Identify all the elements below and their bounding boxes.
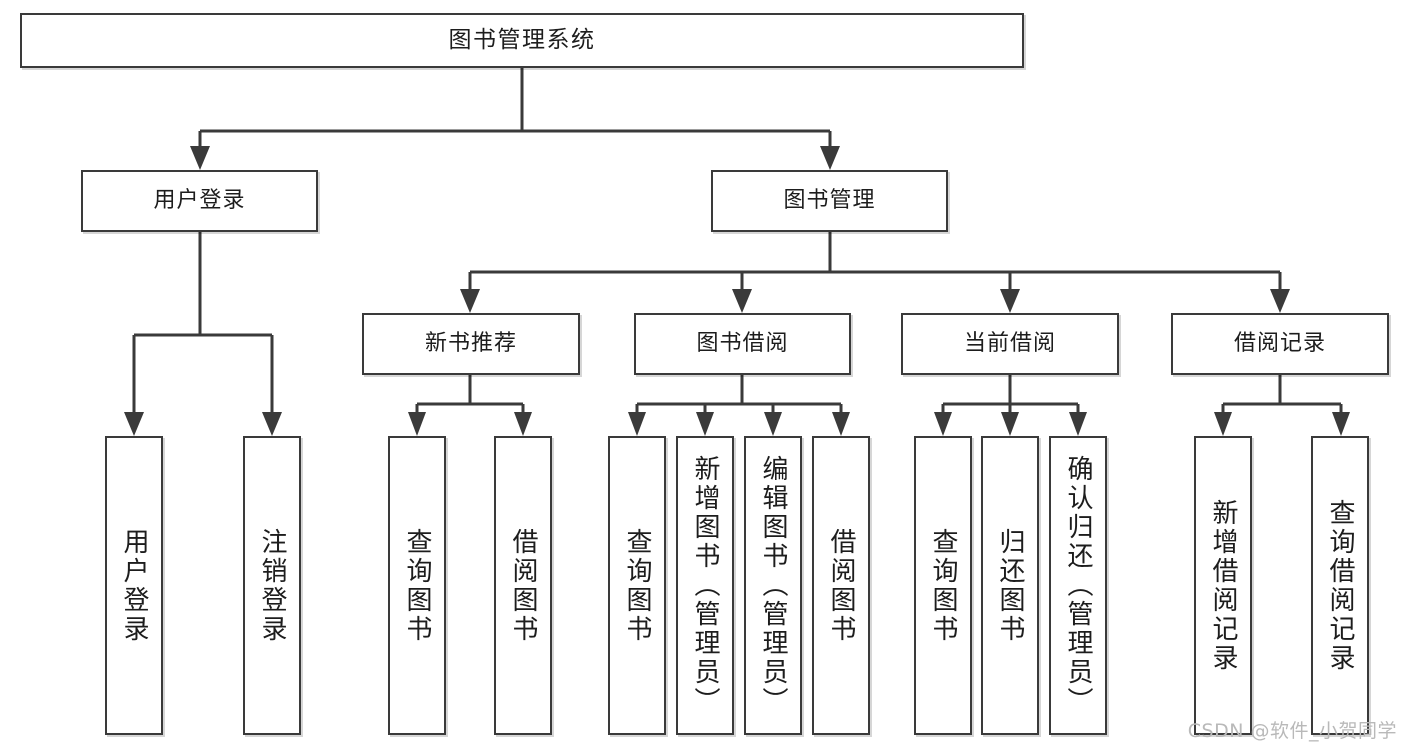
arrowhead-record bbox=[1270, 289, 1290, 313]
arrowhead-newbook-leaf2 bbox=[514, 412, 532, 436]
leaf-current-return-book[interactable]: 归还图书 bbox=[981, 436, 1039, 735]
arrowhead-record-leaf2 bbox=[1332, 412, 1350, 436]
leaf-user-login-login-label: 用户登录 bbox=[119, 527, 149, 644]
arrowhead-current bbox=[1000, 289, 1020, 313]
leaf-current-return-book-label: 归还图书 bbox=[995, 527, 1025, 644]
node-book-borrow-label: 图书借阅 bbox=[696, 330, 789, 356]
node-current-borrow[interactable]: 当前借阅 bbox=[901, 313, 1119, 375]
node-book-management-label: 图书管理 bbox=[783, 187, 876, 213]
node-user-login[interactable]: 用户登录 bbox=[81, 170, 318, 232]
arrowhead-borrow-leaf3 bbox=[764, 412, 782, 436]
leaf-newbook-query-book[interactable]: 查询图书 bbox=[388, 436, 446, 735]
arrowhead-newbook-leaf1 bbox=[408, 412, 426, 436]
leaf-borrow-add-book-label: 新增图书（管理员） bbox=[690, 455, 720, 716]
node-current-borrow-label: 当前借阅 bbox=[963, 330, 1056, 356]
leaf-borrow-query-book-label: 查询图书 bbox=[622, 527, 652, 644]
leaf-borrow-borrow-book[interactable]: 借阅图书 bbox=[812, 436, 870, 735]
leaf-record-query-record[interactable]: 查询借阅记录 bbox=[1311, 436, 1369, 735]
arrowhead-record-leaf1 bbox=[1214, 412, 1232, 436]
arrowheads bbox=[124, 146, 1350, 436]
leaf-current-query-book-label: 查询图书 bbox=[928, 527, 958, 644]
arrowhead-user-login-leaf2 bbox=[262, 412, 282, 436]
arrowhead-current-leaf2 bbox=[1001, 412, 1019, 436]
arrowhead-borrow-leaf4 bbox=[832, 412, 850, 436]
arrowhead-user-login-leaf1 bbox=[124, 412, 144, 436]
leaf-current-query-book[interactable]: 查询图书 bbox=[914, 436, 972, 735]
node-borrow-record[interactable]: 借阅记录 bbox=[1171, 313, 1389, 375]
leaf-borrow-edit-book[interactable]: 编辑图书（管理员） bbox=[744, 436, 802, 735]
leaf-newbook-borrow-book-label: 借阅图书 bbox=[508, 527, 538, 644]
leaf-user-login-login[interactable]: 用户登录 bbox=[105, 436, 163, 735]
leaf-record-add-record-label: 新增借阅记录 bbox=[1208, 498, 1238, 673]
arrowhead-borrow-leaf1 bbox=[628, 412, 646, 436]
leaf-newbook-borrow-book[interactable]: 借阅图书 bbox=[494, 436, 552, 735]
node-user-login-label: 用户登录 bbox=[153, 187, 246, 213]
leaf-newbook-query-book-label: 查询图书 bbox=[402, 527, 432, 644]
arrowhead-newbook bbox=[460, 289, 480, 313]
leaf-borrow-add-book[interactable]: 新增图书（管理员） bbox=[676, 436, 734, 735]
arrowhead-borrow-leaf2 bbox=[696, 412, 714, 436]
leaf-borrow-query-book[interactable]: 查询图书 bbox=[608, 436, 666, 735]
leaf-current-confirm-return-label: 确认归还（管理员） bbox=[1063, 455, 1093, 716]
arrowhead-borrow bbox=[732, 289, 752, 313]
arrowhead-current-leaf1 bbox=[934, 412, 952, 436]
node-new-book-recommend[interactable]: 新书推荐 bbox=[362, 313, 580, 375]
node-new-book-recommend-label: 新书推荐 bbox=[424, 330, 517, 356]
leaf-user-login-logout-label: 注销登录 bbox=[257, 527, 287, 644]
node-root-label: 图书管理系统 bbox=[448, 26, 596, 53]
leaf-record-query-record-label: 查询借阅记录 bbox=[1325, 498, 1355, 673]
node-book-management[interactable]: 图书管理 bbox=[711, 170, 948, 232]
leaf-record-add-record[interactable]: 新增借阅记录 bbox=[1194, 436, 1252, 735]
node-borrow-record-label: 借阅记录 bbox=[1233, 330, 1326, 356]
arrowhead-current-leaf3 bbox=[1069, 412, 1087, 436]
arrowhead-user-login bbox=[190, 146, 210, 170]
leaf-borrow-edit-book-label: 编辑图书（管理员） bbox=[758, 455, 788, 716]
node-root[interactable]: 图书管理系统 bbox=[20, 13, 1024, 68]
leaf-current-confirm-return[interactable]: 确认归还（管理员） bbox=[1049, 436, 1107, 735]
leaf-user-login-logout[interactable]: 注销登录 bbox=[243, 436, 301, 735]
node-book-borrow[interactable]: 图书借阅 bbox=[634, 313, 851, 375]
arrowhead-book-manage bbox=[820, 146, 840, 170]
leaf-borrow-borrow-book-label: 借阅图书 bbox=[826, 527, 856, 644]
